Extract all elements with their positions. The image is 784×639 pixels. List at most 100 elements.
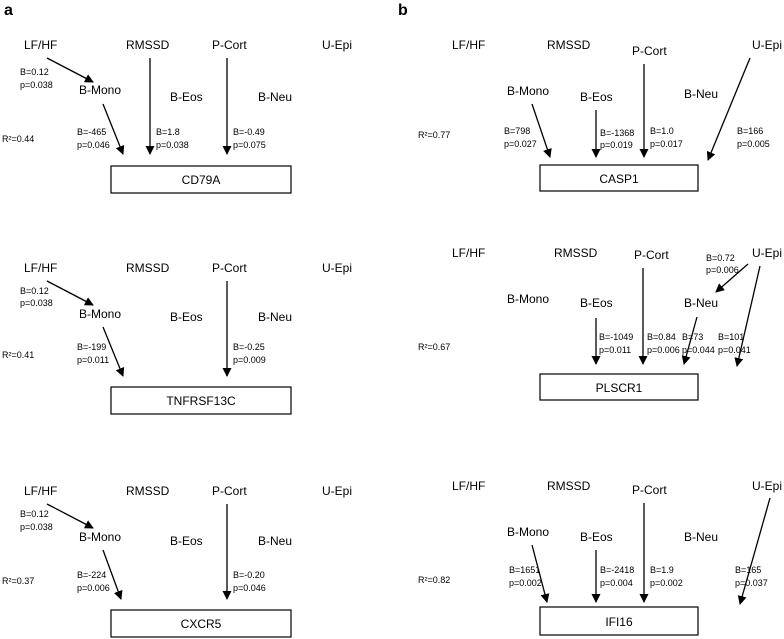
path-coefficient: B=-0.20 [233, 570, 265, 580]
gene-label: CXCR5 [181, 617, 222, 631]
node-b-neu: B-Neu [684, 530, 718, 544]
node-b-mono: B-Mono [79, 307, 121, 321]
path-coefficient: B=1.0 [650, 126, 674, 136]
node-b-eos: B-Eos [170, 310, 203, 324]
path-coefficient: B=-1368 [600, 128, 634, 138]
path-p-value: p=0.044 [682, 345, 715, 355]
node-p-cort: P-Cort [634, 248, 669, 262]
node-b-mono: B-Mono [507, 84, 549, 98]
path-coefficient: B=-1049 [599, 332, 633, 342]
node-b-eos: B-Eos [170, 534, 203, 548]
path-coefficient: B=166 [737, 126, 763, 136]
path-coefficient: B=-0.49 [233, 127, 265, 137]
node-lf-hf: LF/HF [24, 261, 57, 275]
path-p-value: p=0.006 [647, 345, 680, 355]
node-b-mono: B-Mono [79, 83, 121, 97]
node-lf-hf: LF/HF [452, 38, 485, 52]
diagram-plscr1: LF/HF RMSSD P-Cort U-Epi B-Mono B-Eos B-… [418, 246, 782, 401]
diagram-ifi16: LF/HF RMSSD P-Cort U-Epi B-Mono B-Eos B-… [418, 479, 782, 636]
path-p-value: p=0.006 [706, 265, 739, 275]
node-b-neu: B-Neu [258, 90, 292, 104]
path-coefficient: B=0.72 [706, 253, 735, 263]
path-p-value: p=0.011 [77, 355, 109, 365]
node-b-eos: B-Eos [580, 296, 613, 310]
path-coefficient: B=1651 [509, 565, 540, 575]
arrow-uepi-to-bneu [715, 263, 749, 293]
node-rmssd: RMSSD [547, 38, 591, 52]
path-coefficient: B=73 [682, 332, 703, 342]
node-p-cort: P-Cort [212, 484, 247, 498]
node-u-epi: U-Epi [322, 38, 352, 52]
node-b-eos: B-Eos [170, 90, 203, 104]
node-b-mono: B-Mono [507, 525, 549, 539]
path-p-value: p=0.017 [650, 139, 683, 149]
diagram-cd79a: LF/HF RMSSD P-Cort U-Epi B-Mono B-Eos B-… [2, 38, 352, 194]
path-p-value: p=0.004 [600, 578, 633, 588]
path-p-value: p=0.075 [233, 140, 266, 150]
path-coefficient: B=0.12 [20, 509, 49, 519]
arrow-bneu-to-gene [681, 316, 698, 365]
node-p-cort: P-Cort [212, 261, 247, 275]
node-b-neu: B-Neu [258, 534, 292, 548]
gene-box [539, 606, 699, 636]
gene-label: CASP1 [599, 172, 639, 186]
arrow-bmono-to-gene [102, 326, 125, 377]
path-coefficient: B=1.8 [156, 127, 180, 137]
node-lf-hf: LF/HF [24, 484, 57, 498]
node-rmssd: RMSSD [126, 261, 170, 275]
node-p-cort: P-Cort [632, 483, 667, 497]
path-p-value: p=0.011 [599, 345, 631, 355]
path-coefficient: B=165 [735, 565, 761, 575]
gene-label: PLSCR1 [596, 381, 643, 395]
node-u-epi: U-Epi [752, 479, 782, 493]
path-coefficient: B=0.12 [20, 286, 49, 296]
node-b-neu: B-Neu [684, 87, 718, 101]
arrow-bmono-to-gene [531, 544, 550, 603]
node-b-mono: B-Mono [507, 292, 549, 306]
gene-label: TNFRSF13C [166, 394, 236, 408]
arrow-bmono-to-gene [102, 103, 125, 155]
path-coefficient: B=-199 [77, 342, 106, 352]
node-lf-hf: LF/HF [452, 246, 485, 260]
r-squared: R²=0.41 [2, 350, 34, 360]
path-p-value: p=0.038 [20, 80, 53, 90]
node-rmssd: RMSSD [126, 484, 170, 498]
arrow-lfhf-to-bmono [46, 57, 94, 83]
gene-label: CD79A [182, 173, 221, 187]
path-p-value: p=0.046 [77, 140, 110, 150]
path-p-value: p=0.037 [735, 578, 768, 588]
path-p-value: p=0.038 [20, 298, 53, 308]
path-coefficient: B=-2418 [600, 565, 634, 575]
gene-box [539, 164, 699, 192]
path-p-value: p=0.006 [77, 583, 110, 593]
r-squared: R²=0.82 [418, 575, 450, 585]
r-squared: R²=0.67 [418, 342, 450, 352]
arrow-uepi-to-gene [734, 265, 761, 367]
path-coefficient: B=-0.25 [233, 342, 265, 352]
node-b-neu: B-Neu [684, 296, 718, 310]
gene-label: IFI16 [605, 615, 633, 629]
path-p-value: p=0.019 [600, 140, 633, 150]
node-u-epi: U-Epi [322, 484, 352, 498]
node-u-epi: U-Epi [752, 246, 782, 260]
node-b-neu: B-Neu [258, 310, 292, 324]
node-lf-hf: LF/HF [452, 479, 485, 493]
r-squared: R²=0.77 [418, 130, 450, 140]
path-coefficient: B=-224 [77, 570, 106, 580]
path-coefficient: B=-465 [77, 127, 106, 137]
r-squared: R²=0.37 [2, 576, 34, 586]
path-p-value: p=0.038 [20, 522, 53, 532]
path-p-value: p=0.009 [233, 355, 266, 365]
node-b-eos: B-Eos [580, 90, 613, 104]
arrow-bmono-to-gene [102, 549, 123, 600]
path-p-value: p=0.041 [718, 345, 751, 355]
gene-box [110, 165, 292, 194]
path-p-value: p=0.027 [504, 139, 537, 149]
panel-label-a: a [4, 2, 13, 19]
path-p-value: p=0.046 [233, 583, 266, 593]
arrow-uepi-to-gene [706, 57, 751, 161]
node-p-cort: P-Cort [632, 44, 667, 58]
node-p-cort: P-Cort [212, 38, 247, 52]
node-u-epi: U-Epi [752, 38, 782, 52]
